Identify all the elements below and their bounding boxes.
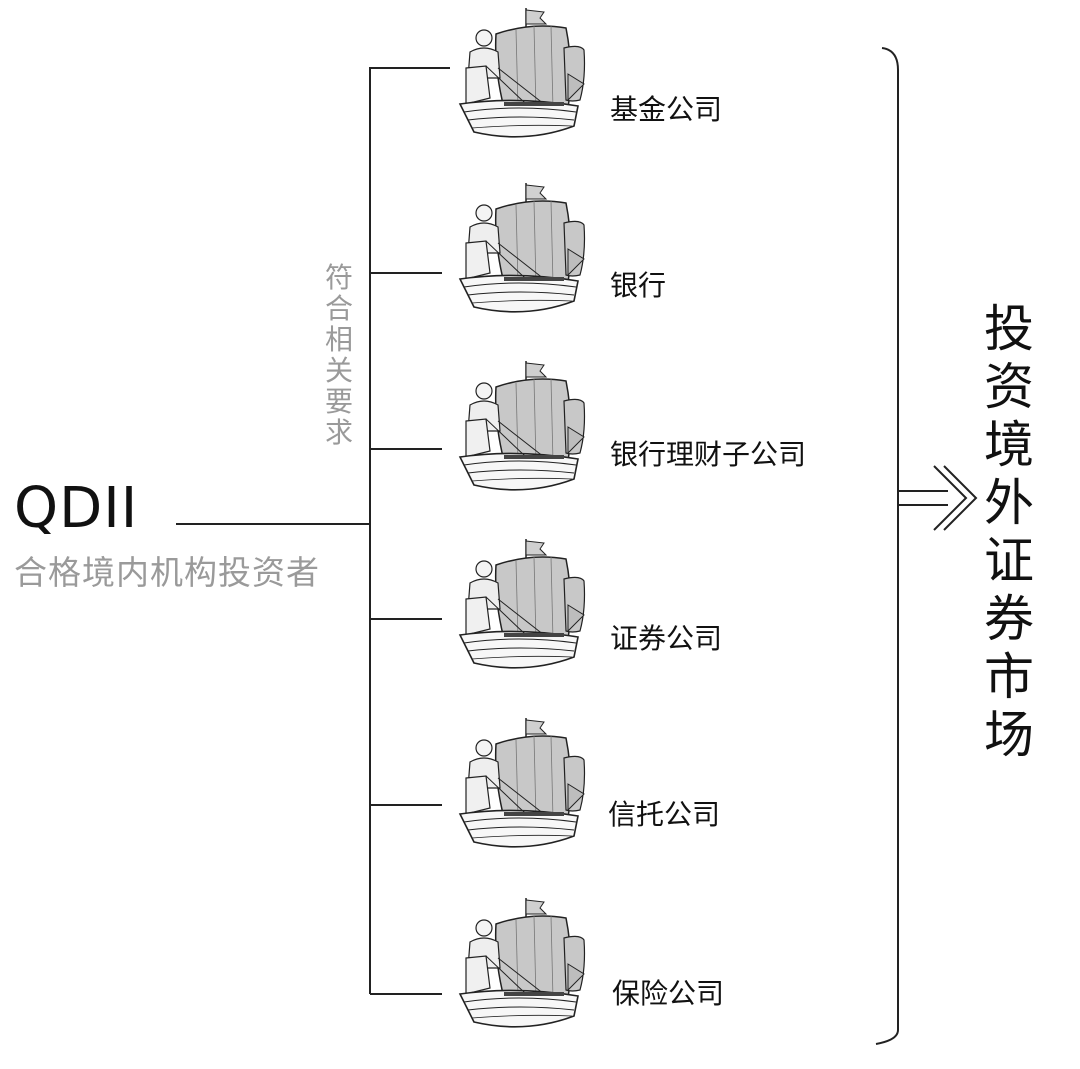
institution-label-securities: 证券公司	[610, 622, 723, 655]
institution-label-bank: 银行	[610, 269, 667, 302]
sailing-ship-icon	[459, 7, 586, 138]
requirement-label: 符合相关要求	[324, 261, 353, 449]
institution-label-insurance: 保险公司	[612, 977, 725, 1010]
institution-label-bank-wealth: 银行理财子公司	[610, 438, 807, 471]
sailing-ship-icon	[459, 717, 586, 848]
double-arrow-right-icon	[898, 465, 978, 531]
sailing-ship-icon	[459, 897, 586, 1028]
sailing-ship-icon	[459, 182, 586, 313]
institution-label-trust: 信托公司	[608, 798, 721, 831]
institution-label-fund: 基金公司	[610, 93, 723, 126]
sailing-ship-icon	[459, 538, 586, 669]
qdii-subtitle: 合格境内机构投资者	[14, 553, 320, 592]
qdii-title: QDII	[14, 476, 139, 541]
target-market-label: 投资境外证券市场	[984, 300, 1034, 764]
sailing-ship-icon	[459, 360, 586, 491]
right-brace	[875, 47, 899, 1045]
